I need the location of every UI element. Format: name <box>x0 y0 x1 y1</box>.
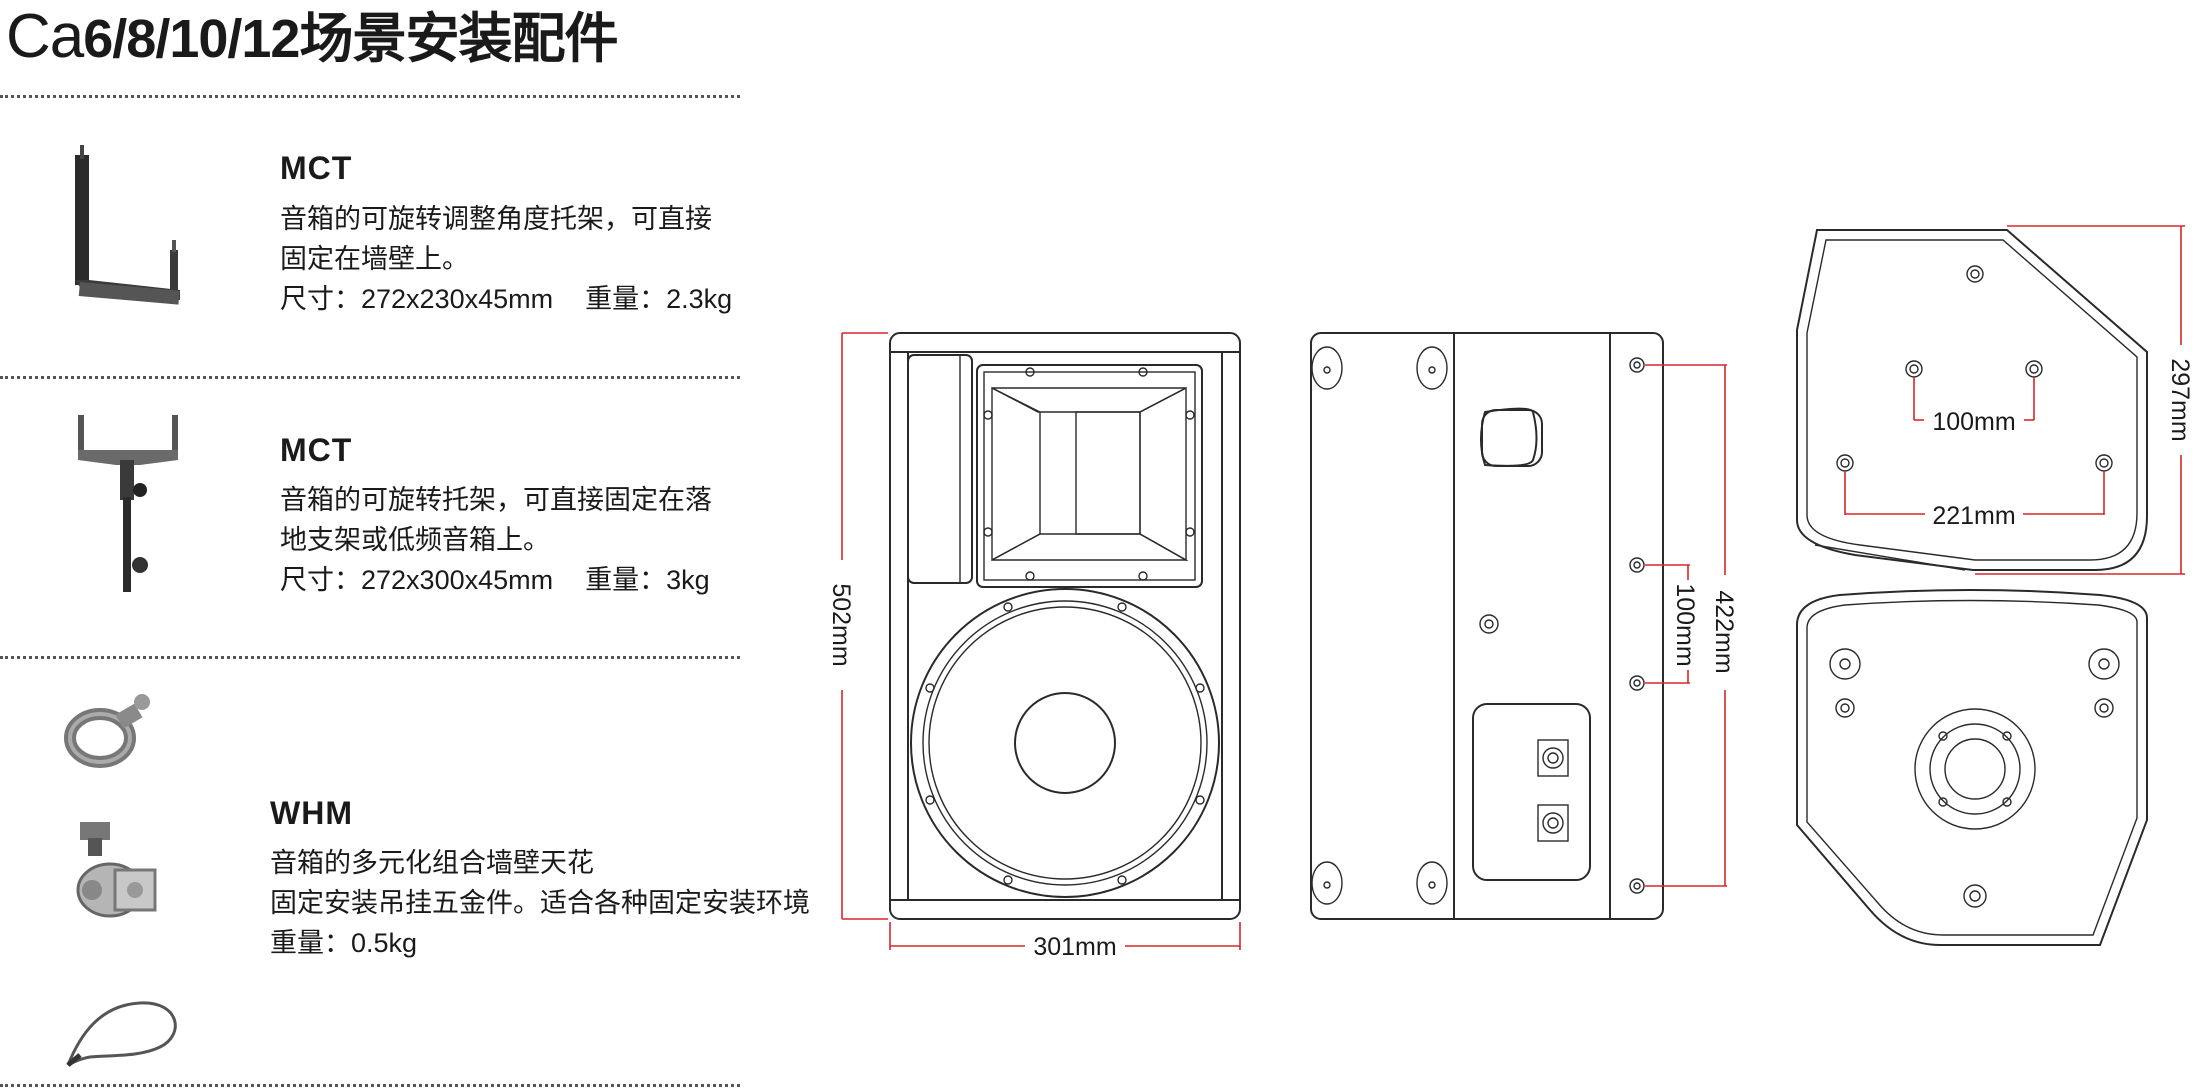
weight-spec: 重量：0.5kg <box>270 928 418 958</box>
item-description: 音箱的多元化组合墙壁天花 <box>270 848 594 878</box>
clamp-image <box>76 822 157 918</box>
item-description: 地支架或低频音箱上。 <box>280 525 550 555</box>
page-title: Ca6/8/10/12场景安装配件 <box>6 0 618 73</box>
title-text: 6/8/10/12场景安装配件 <box>83 9 618 69</box>
front-view <box>841 332 1241 950</box>
size-spec: 尺寸：272x230x45mm <box>280 284 554 314</box>
divider <box>0 1084 740 1087</box>
pole-bracket-image <box>78 415 178 592</box>
top-view <box>1796 225 2185 575</box>
weight-spec: 重量：3kg <box>585 565 710 595</box>
divider <box>0 656 740 659</box>
front-height-label: 502mm <box>827 583 855 666</box>
top-pitch-label: 100mm <box>1932 408 2015 436</box>
model-prefix: Ca <box>6 2 84 71</box>
item-description: 固定安装吊挂五金件。适合各种固定安装环境 <box>270 888 810 918</box>
item-name: MCT <box>280 432 353 468</box>
eye-bolt-image <box>64 694 150 768</box>
item-description: 固定在墙壁上。 <box>280 244 469 274</box>
bottom-view <box>1796 589 2148 946</box>
safety-cable-image <box>66 1001 177 1067</box>
front-width-label: 301mm <box>1033 933 1116 961</box>
divider <box>0 95 740 98</box>
item-name: MCT <box>280 150 353 186</box>
top-depth-label: 297mm <box>2166 358 2194 441</box>
top-span-label: 221mm <box>1932 502 2015 530</box>
item-name: WHM <box>270 795 353 831</box>
item-spec: 尺寸：272x300x45mm 重量：3kg <box>280 560 710 600</box>
back-view <box>1310 332 1727 920</box>
size-spec: 尺寸：272x300x45mm <box>280 565 554 595</box>
item-spec: 尺寸：272x230x45mm 重量：2.3kg <box>280 279 732 319</box>
item-description: 音箱的可旋转托架，可直接固定在落 <box>280 485 712 515</box>
wall-bracket-image <box>75 145 180 305</box>
weight-spec: 重量：2.3kg <box>585 284 733 314</box>
side-pitch-label: 100mm <box>1671 583 1699 666</box>
item-description: 音箱的可旋转调整角度托架，可直接 <box>280 204 712 234</box>
divider <box>0 376 740 379</box>
side-span-label: 422mm <box>1710 590 1738 673</box>
